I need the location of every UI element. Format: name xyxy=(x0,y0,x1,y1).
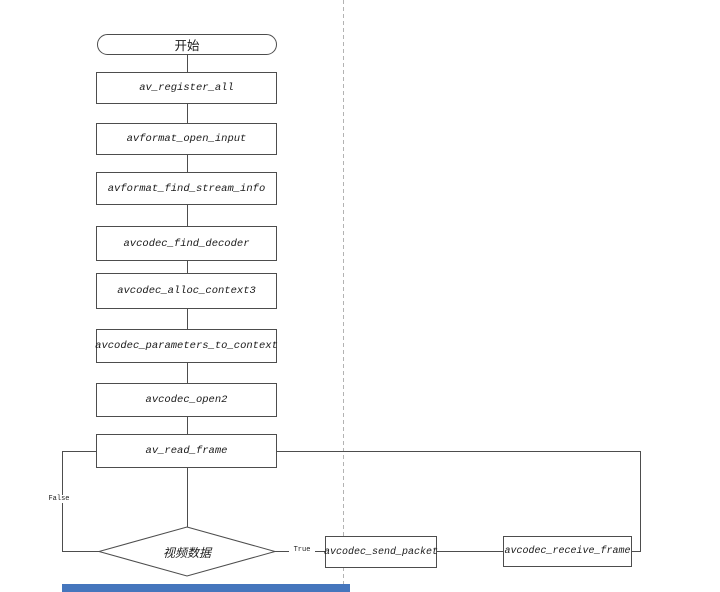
false-edge-label: False xyxy=(44,495,74,503)
true-edge-label: True xyxy=(289,546,315,554)
node-avcodec-send-packet: avcodec_send_packet xyxy=(323,536,439,568)
node-label: avformat_open_input xyxy=(126,133,247,145)
node-avcodec-open2: avcodec_open2 xyxy=(96,383,277,417)
node-start: 开始 xyxy=(97,34,277,55)
node-label: avcodec_parameters_to_context xyxy=(95,340,278,352)
node-label: avcodec_alloc_context3 xyxy=(117,285,256,297)
node-avformat-open-input: avformat_open_input xyxy=(96,123,277,155)
node-avformat-find-stream-info: avformat_find_stream_info xyxy=(96,172,277,205)
node-av-register-all: av_register_all xyxy=(96,72,277,104)
selection-highlight-bar xyxy=(62,584,350,592)
node-start-label: 开始 xyxy=(174,39,200,53)
node-avcodec-receive-frame: avcodec_receive_frame xyxy=(503,536,632,567)
node-avcodec-alloc-context3: avcodec_alloc_context3 xyxy=(96,273,277,309)
node-label: avcodec_receive_frame xyxy=(504,546,631,557)
node-avcodec-parameters-to-context: avcodec_parameters_to_context xyxy=(95,329,278,363)
node-label: avcodec_find_decoder xyxy=(123,237,250,250)
node-label: avcodec_open2 xyxy=(145,394,228,406)
node-label: avcodec_send_packet xyxy=(323,546,439,558)
node-label: avformat_find_stream_info xyxy=(107,182,266,195)
node-label: av_read_frame xyxy=(145,445,228,457)
node-label: av_register_all xyxy=(139,82,234,94)
decision-diamond xyxy=(97,526,277,577)
decision-label: 视频数据 xyxy=(162,546,211,560)
node-av-read-frame: av_read_frame xyxy=(96,434,277,468)
node-avcodec-find-decoder: avcodec_find_decoder xyxy=(96,226,277,261)
loop-back-line xyxy=(277,451,641,552)
